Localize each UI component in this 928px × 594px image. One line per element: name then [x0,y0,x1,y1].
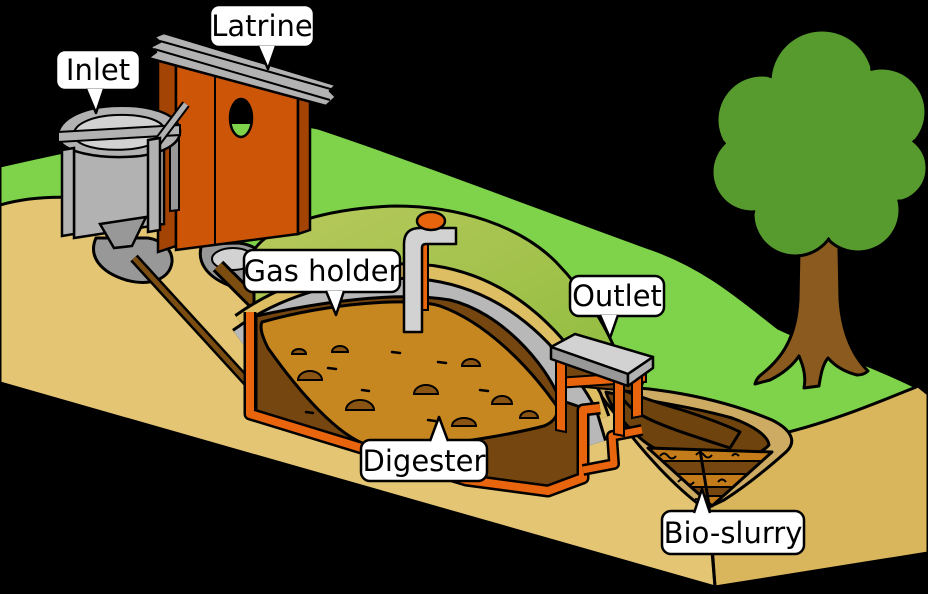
outlet-leg-left [555,356,567,434]
label-outlet-text: Outlet [572,279,662,313]
slurry-surface [259,300,559,451]
label-bio-slurry-text: Bio-slurry [664,516,803,550]
outlet-structure [549,332,655,438]
pit-corner-edge [698,449,717,587]
label-inlet: Inlet [54,48,142,115]
tree [710,28,928,390]
label-latrine: Latrine [208,3,316,71]
inlet-leg-front-left [60,146,76,238]
inlet-funnel [97,215,149,250]
gas-pipe-tube [402,226,458,334]
inlet-structure [56,101,190,250]
labels: Inlet Latrine Gas holder Outlet Digest [54,3,806,556]
label-digester-text: Digester [363,444,486,478]
label-digester: Digester [359,415,489,483]
latrine-roof-ridges [153,40,335,101]
inlet-pipe-fill [132,256,264,400]
outlet-slab [549,332,655,388]
slurry-specks [304,350,490,423]
tank-lining [246,312,601,495]
gas-valve-knob [415,210,447,232]
label-gas-holder-text: Gas holder [244,254,401,288]
label-inlet-text: Inlet [66,53,130,87]
tree-canopy-fill [714,32,925,254]
tree-trunk [753,198,870,390]
gas-pipe [402,210,458,334]
pit-outline [646,446,774,508]
inlet-leg-front-right [146,136,162,234]
inlet-rim-crossbar [57,123,181,144]
outlet-lining-step [582,426,643,474]
latrine-vent-hole [228,97,254,139]
outlet-slab-front-right [626,355,655,388]
label-outlet: Outlet [568,274,666,340]
label-gas-holder: Gas holder [242,248,402,317]
latrine-right-edge [296,88,312,236]
label-bio-slurry: Bio-slurry [660,487,806,556]
label-latrine-text: Latrine [211,9,313,43]
slurry-lumps [290,345,540,427]
